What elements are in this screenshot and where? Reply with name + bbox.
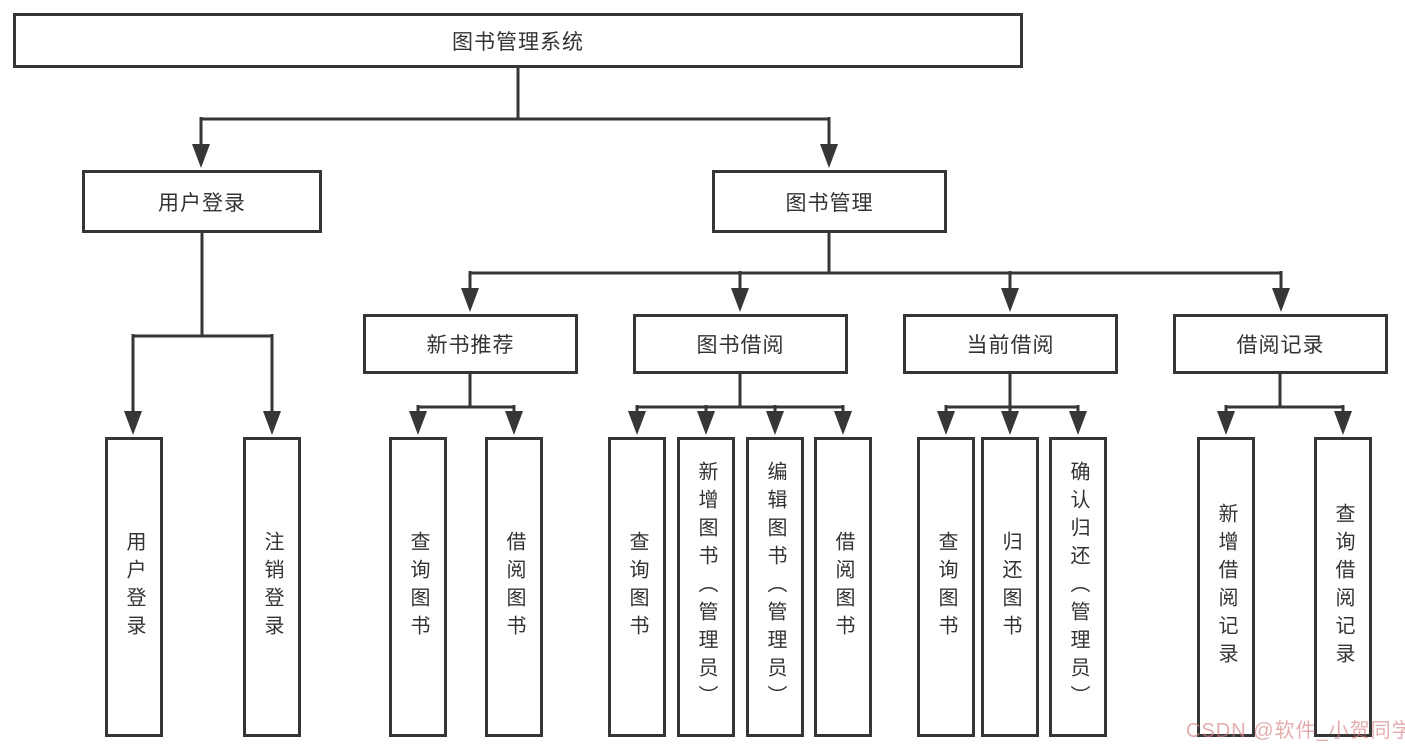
- leaf-query-books-borrowing: 查询图书: [608, 437, 666, 737]
- leaf-query-borrow-record: 查询借阅记录: [1314, 437, 1372, 737]
- leaf-add-borrow-record: 新增借阅记录: [1197, 437, 1255, 737]
- leaf-edit-book-admin: 编辑图书（管理员）: [746, 437, 804, 737]
- leaf-confirm-return-admin: 确认归还（管理员）: [1049, 437, 1107, 737]
- leaf-user-login: 用户登录: [105, 437, 163, 737]
- leaf-return-book: 归还图书: [981, 437, 1039, 737]
- node-new-book-recommendation: 新书推荐: [363, 314, 578, 374]
- leaf-logout: 注销登录: [243, 437, 301, 737]
- node-root-system: 图书管理系统: [13, 13, 1023, 68]
- csdn-watermark: CSDN @软件_小贺同学: [1186, 720, 1405, 742]
- node-book-management: 图书管理: [712, 170, 947, 233]
- leaf-query-books-recommend: 查询图书: [389, 437, 447, 737]
- node-book-borrowing: 图书借阅: [633, 314, 848, 374]
- leaf-borrow-books-borrowing: 借阅图书: [814, 437, 872, 737]
- leaf-borrow-books-recommend: 借阅图书: [485, 437, 543, 737]
- leaf-add-book-admin: 新增图书（管理员）: [677, 437, 735, 737]
- node-borrowing-records: 借阅记录: [1173, 314, 1388, 374]
- leaf-query-books-current: 查询图书: [917, 437, 975, 737]
- node-current-borrowing: 当前借阅: [903, 314, 1118, 374]
- node-user-login: 用户登录: [82, 170, 322, 233]
